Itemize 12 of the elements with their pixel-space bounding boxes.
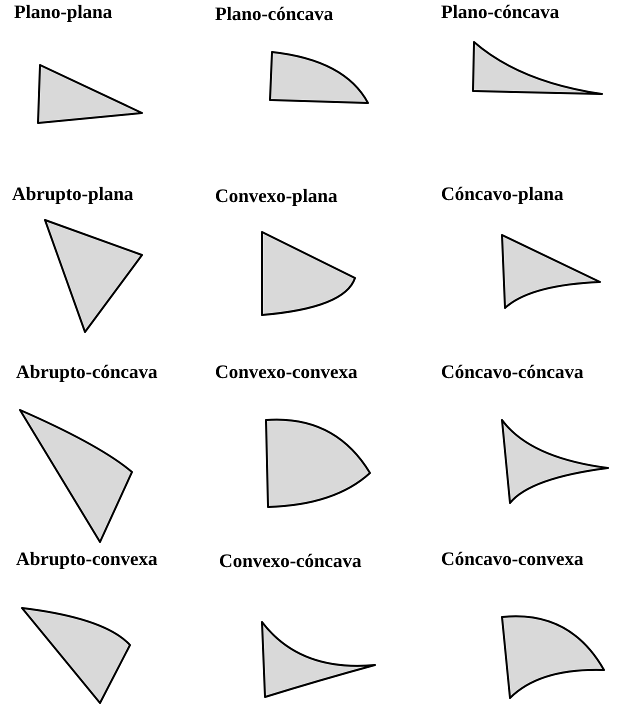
shape-label: Cóncavo-cóncava [441,362,584,384]
shape-label: Cóncavo-convexa [441,549,584,571]
shape-label: Abrupto-convexa [16,549,158,571]
shape-label: Plano-cóncava [441,2,560,24]
shape-label: Convexo-plana [215,186,338,208]
shape-label: Plano-plana [14,2,112,24]
shape-label: Cóncavo-plana [441,184,564,206]
shape-label: Plano-cóncava [215,4,334,26]
shape-label: Convexo-cóncava [219,551,362,573]
shape-label: Abrupto-plana [12,184,134,206]
shape-label: Abrupto-cóncava [16,362,158,384]
shape-label: Convexo-convexa [215,362,358,384]
